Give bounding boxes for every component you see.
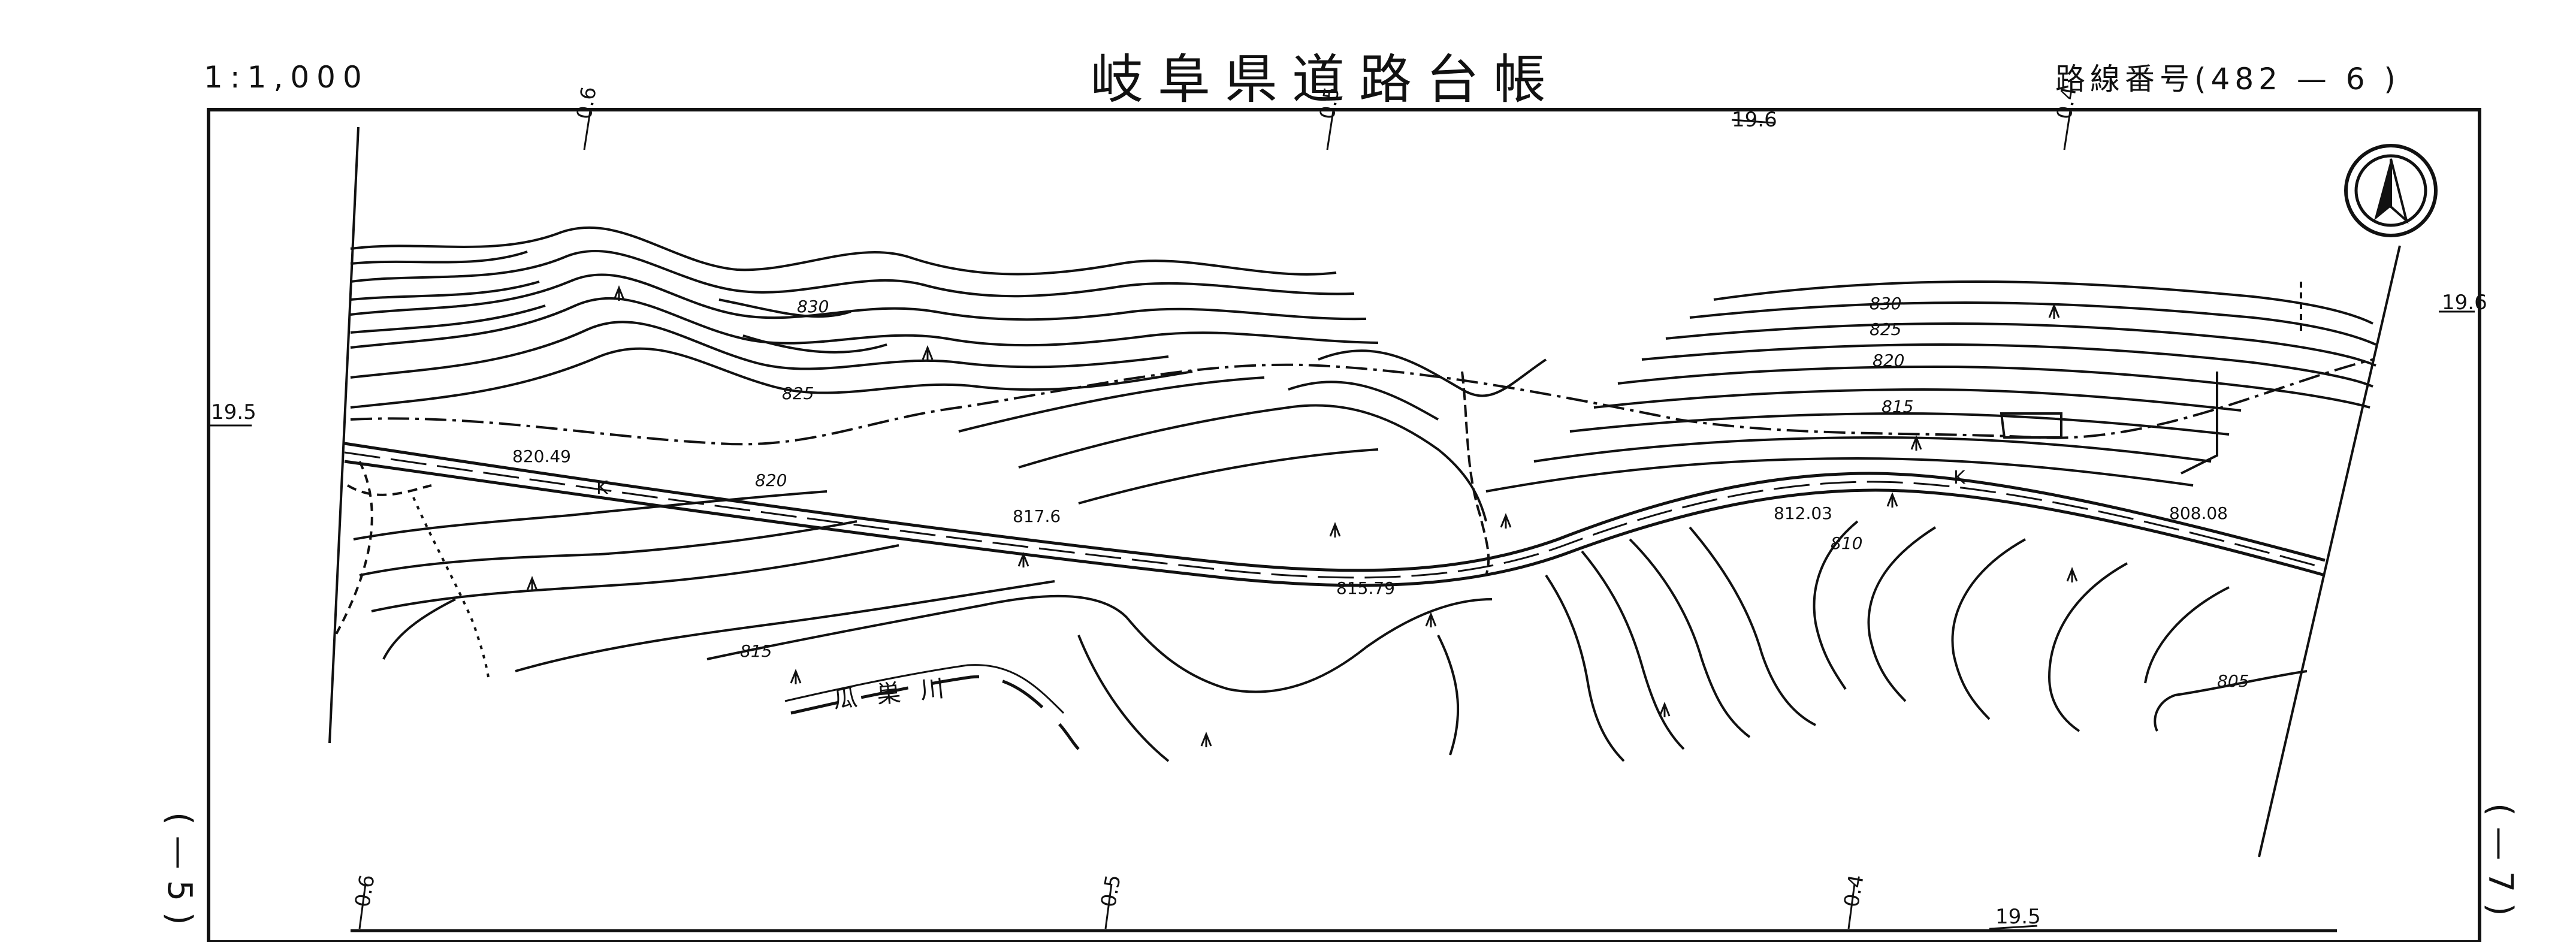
sheet-edge-label-left: 19.5 [211,400,256,424]
scale-label: 1:1,000 [204,60,369,95]
spot-height: 808.08 [2169,503,2228,523]
sheet-edge-label-right: 19.6 [2442,291,2487,315]
boundary-line [350,358,2373,446]
side-label-left: ( — 5 ) [160,812,199,925]
left-features [334,461,490,678]
road [344,442,2326,587]
sheet-edge-left-line [328,126,360,744]
contour-label: 830 [1870,294,1902,313]
contour-label: 815 [1882,397,1914,416]
station-ticks [210,110,2475,930]
vegetation-symbols [526,285,2078,747]
page-title: 岐阜県道路台帳 [1091,49,1561,110]
right-features [2000,282,2302,475]
spot-height: 817.6 [1013,506,1061,526]
map-frame [207,108,2481,942]
spot-height: 820.49 [512,446,571,466]
contour-label: 810 [1831,533,1863,553]
contour-label: 820 [1873,351,1905,370]
spot-height: 812.03 [1774,503,1832,523]
km-marker: K [596,478,608,499]
north-arrow-icon [2344,144,2438,237]
route-number: 路線番号(482 — 6 ) [2055,62,2400,96]
sheet-edge-right-line [2258,245,2401,858]
station-label-top: 19.6 [1732,108,1777,132]
contour-label: 830 [797,297,829,316]
contour-label: 820 [755,470,787,490]
river-line [790,675,1080,750]
km-marker: K [1953,467,1965,488]
stream-line [1461,371,1490,576]
spot-height: 815.79 [1336,578,1395,598]
contour-label: 825 [782,384,814,403]
contour-label: 825 [1870,319,1902,339]
station-label-bottom: 19.5 [1995,905,2041,929]
contour-label: 815 [740,641,772,661]
contour-lines [350,226,2376,762]
contour-label: 805 [2217,671,2249,691]
river-line-2 [784,664,1065,714]
side-label-right: ( — 7 ) [2481,803,2520,916]
